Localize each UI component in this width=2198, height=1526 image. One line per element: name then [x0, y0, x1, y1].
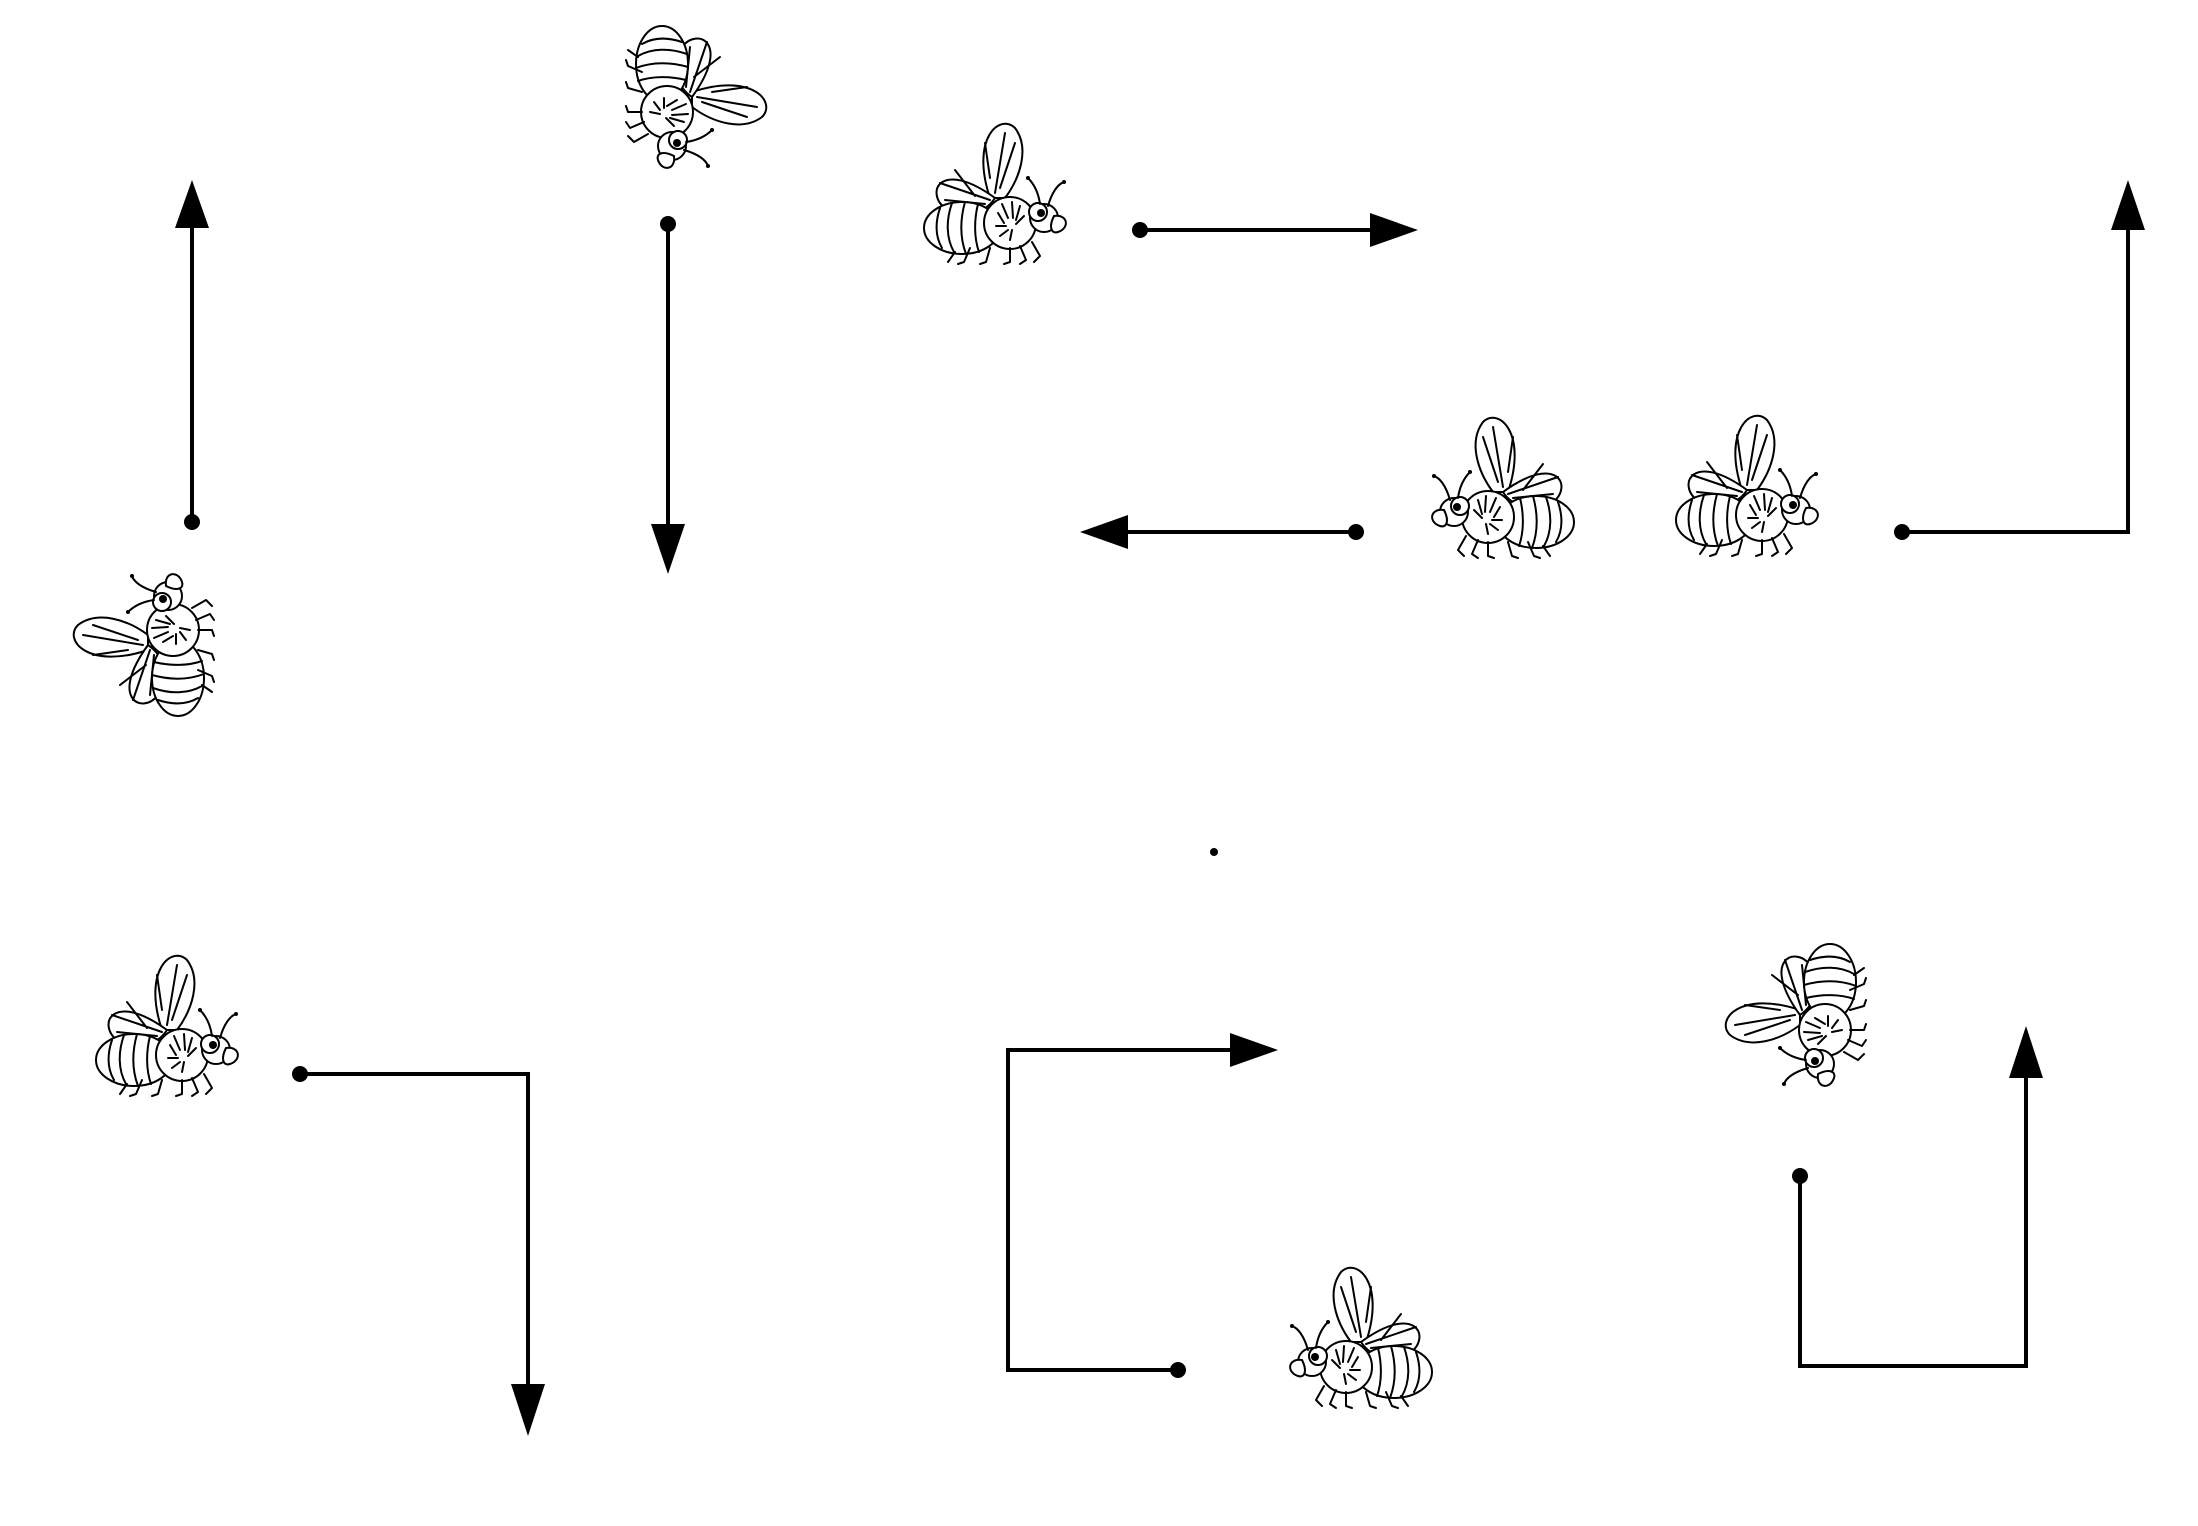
bee-icon — [923, 122, 1067, 265]
arrow-down-right-up — [1792, 1026, 2043, 1368]
stray-dot — [1210, 848, 1218, 856]
arrow-up — [175, 180, 209, 530]
panel-4 — [1080, 416, 1575, 559]
arrow-right-then-down — [292, 1066, 545, 1436]
bee-icon — [1431, 416, 1575, 559]
panel-8 — [1724, 943, 2043, 1368]
arrow-right-then-up — [1894, 180, 2145, 540]
panel-7 — [1006, 1033, 1433, 1409]
arrow-right — [1132, 213, 1418, 247]
panel-2 — [625, 25, 768, 574]
arrow-left-up-right — [1006, 1033, 1278, 1378]
panel-5 — [1675, 180, 2145, 557]
bee-icon — [1724, 943, 1867, 1087]
bee-icon — [1675, 414, 1819, 557]
bee-icon — [72, 573, 215, 717]
bee-icon — [95, 954, 239, 1097]
arrow-down — [651, 216, 685, 574]
bee-icon — [625, 25, 768, 169]
panel-6 — [95, 954, 545, 1436]
panel-3 — [923, 122, 1418, 265]
arrow-left — [1080, 515, 1364, 549]
bee-icon — [1289, 1266, 1433, 1409]
panel-1 — [72, 180, 215, 717]
